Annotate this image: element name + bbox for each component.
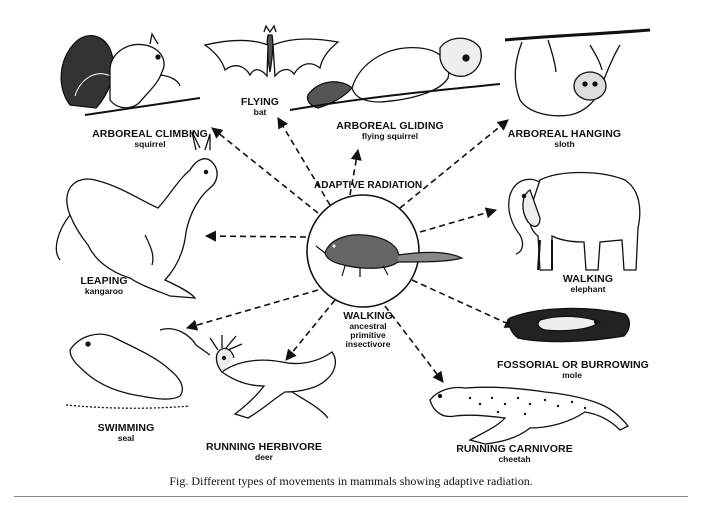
elephant-icon (508, 171, 641, 271)
bat-icon (203, 24, 340, 78)
label-leaping: LEAPING kangaroo (72, 275, 136, 297)
center-walking-label: WALKING ancestral primitive insectivore (333, 310, 403, 349)
arrow-leaping (204, 230, 307, 242)
label-arboreal-gliding: ARBOREAL GLIDING flying squirrel (335, 120, 445, 142)
branch-animal: cheetah (498, 454, 531, 465)
label-running-herbivore: RUNNING HERBIVORE deer (203, 441, 325, 463)
branch-title: RUNNING HERBIVORE (205, 441, 323, 453)
branch-animal: mole (562, 370, 582, 381)
branch-animal: deer (255, 452, 273, 463)
label-swimming: SWIMMING seal (86, 422, 166, 444)
arrow-gliding (349, 148, 362, 196)
arrow-flying (277, 117, 331, 206)
arrow-fossorial (411, 279, 517, 328)
shrew-icon (315, 234, 464, 277)
center-title: ADAPTIVE RADIATION (314, 180, 423, 191)
cheetah-icon (429, 386, 630, 445)
center-sub-line: primitive (350, 329, 386, 340)
branch-title: RUNNING CARNIVORE (456, 443, 573, 455)
seal-icon (65, 328, 211, 409)
label-arboreal-climbing: ARBOREAL CLIMBING squirrel (90, 128, 210, 150)
arrow-hanging (399, 119, 509, 209)
branch-animal: bat (253, 107, 267, 118)
label-fossorial: FOSSORIAL OR BURROWING mole (497, 359, 649, 381)
branch-animal: kangaroo (84, 286, 124, 297)
kangaroo-icon (55, 131, 218, 299)
branch-title: WALKING (562, 273, 614, 285)
squirrel-icon (60, 32, 201, 116)
arrow-carnivore (384, 305, 444, 383)
flying-squirrel-icon (289, 37, 501, 111)
bottom-divider (14, 496, 688, 497)
branch-animal: flying squirrel (361, 131, 419, 142)
branch-title: ARBOREAL GLIDING (336, 120, 444, 132)
center-circle (306, 194, 420, 308)
branch-title: SWIMMING (97, 422, 155, 434)
center-sub-line: insectivore (345, 338, 391, 349)
label-walking: WALKING elephant (548, 273, 628, 295)
branch-animal: squirrel (134, 139, 166, 150)
branch-title: ARBOREAL CLIMBING (92, 128, 208, 140)
center-label: WALKING (343, 310, 393, 322)
branch-title: FLYING (240, 96, 280, 108)
branch-title: ARBOREAL HANGING (507, 128, 622, 140)
branch-animal: sloth (554, 139, 575, 150)
branch-animal: seal (117, 433, 135, 444)
arrow-climbing (211, 127, 319, 214)
label-running-carnivore: RUNNING CARNIVORE cheetah (452, 443, 577, 465)
branch-title: LEAPING (80, 275, 128, 287)
label-arboreal-hanging: ARBOREAL HANGING sloth (502, 128, 627, 150)
arrow-herbivore (285, 299, 336, 361)
center-sub-line: ancestral (349, 321, 387, 332)
arrow-swimming (185, 289, 319, 331)
branch-title: FOSSORIAL OR BURROWING (497, 359, 649, 371)
sloth-icon (504, 28, 651, 117)
mole-icon (508, 307, 631, 343)
deer-icon (209, 335, 337, 419)
branch-animal: elephant (570, 284, 606, 295)
label-flying: FLYING bat (220, 96, 300, 118)
radiation-arrows (185, 117, 517, 383)
arrow-walking (419, 207, 498, 233)
figure-caption: Fig. Different types of movements in mam… (169, 474, 533, 488)
